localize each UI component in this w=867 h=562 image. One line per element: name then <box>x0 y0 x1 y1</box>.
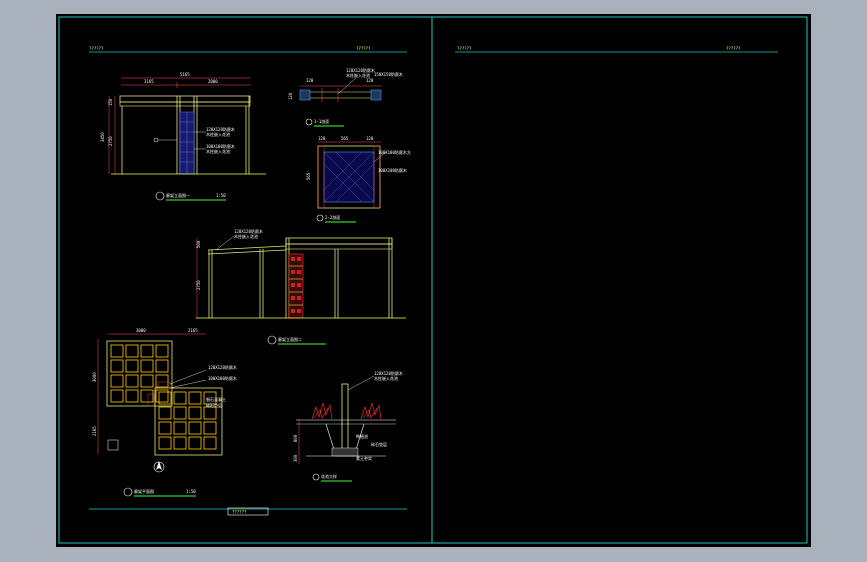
svg-text:565: 565 <box>306 172 311 180</box>
detail-2-2: 120 565 120 565 100X100防腐木方 100X100防腐木 2… <box>306 136 411 223</box>
note-n1-e: 120X120防腐木 <box>374 370 403 376</box>
svg-text:120: 120 <box>366 136 374 141</box>
planter-detail: 800 300 120X120防腐木 木柱嵌入花池 种植池 碎石垫层 素土夯实 … <box>293 370 403 482</box>
dim-elev1-left: 3165 <box>144 79 154 84</box>
note-n6-a: 100X100防腐木方 <box>378 149 411 155</box>
view-title-6: 花池大样 <box>321 473 337 479</box>
title-right-a: ?????? <box>457 46 472 51</box>
note-n3-b: 木柱嵌入花池 <box>206 148 230 154</box>
dim-detail-b: 120 <box>366 78 374 83</box>
note-n1-a: 120X120防腐木 <box>206 126 235 132</box>
plan-view: 3000 2165 3000 2165 <box>92 328 237 497</box>
note-n1-b: 120X120防腐木 <box>346 67 375 73</box>
note-n2-b: 100X100防腐木 <box>378 167 407 173</box>
sheet-border <box>58 16 808 544</box>
note-n4: 种植池 <box>356 433 368 439</box>
dim-plan-w1: 3000 <box>136 328 146 333</box>
note-n1-d: 120X120防腐木 <box>208 364 237 370</box>
view-title-1: 廊架立面图一 <box>166 192 190 198</box>
dim-detail-c: 565 <box>341 136 349 141</box>
footer-box <box>227 507 269 516</box>
elevation-2: 500 2750 <box>196 228 406 345</box>
detail-1-1: 120 120 120 120X120防腐木 木柱嵌入花池 150X150防腐木… <box>288 67 403 127</box>
view-scale-5: 1:50 <box>186 489 196 494</box>
note-n7-a: 150X150防腐木 <box>374 71 403 77</box>
dim-plan-h2: 2165 <box>92 426 97 436</box>
title-mid: ?????? <box>356 46 371 51</box>
title-left: ?????? <box>89 46 104 51</box>
view-scale-1: 1:50 <box>216 193 226 198</box>
view-title-4: 廊架立面图二 <box>278 336 302 342</box>
dim-elev1-top: 150 <box>108 98 113 106</box>
dim-elev2-h: 2750 <box>196 280 201 290</box>
view-title-5: 廊架平面图 <box>134 488 154 494</box>
footer-label: ?????? <box>232 510 247 515</box>
dim-sec-h: 800 <box>293 434 298 442</box>
north-arrow-icon <box>107 439 165 473</box>
view-title-3: 2-2剖面 <box>325 214 340 220</box>
view-title-2: 1-1剖面 <box>314 118 329 124</box>
note-n3-e: 木柱嵌入花池 <box>374 375 398 381</box>
dim-elev1-total: 5165 <box>180 72 190 77</box>
note-n2-a: 100X100防腐木 <box>206 143 235 149</box>
svg-text:120: 120 <box>318 136 326 141</box>
dim-sec-h2: 300 <box>293 454 298 462</box>
note-n3-c: 木柱嵌入花池 <box>346 72 370 78</box>
note-n2-c: 100X100防腐木 <box>208 375 237 381</box>
note-n8-a: 细石混凝土 <box>206 396 226 402</box>
svg-text:120: 120 <box>288 92 293 100</box>
dim-elev1-h1: 3450 <box>100 132 105 142</box>
dim-elev2-top: 500 <box>196 240 201 248</box>
dim-plan-w2: 2165 <box>188 328 198 333</box>
note-n9-b: 碎石垫层 <box>371 441 387 447</box>
dim-plan-h1: 3000 <box>92 372 97 382</box>
note-n9-a: 碎石垫层 <box>206 402 222 408</box>
note-n3-d: 木柱嵌入花池 <box>234 233 258 239</box>
note-n3-a: 木柱嵌入花池 <box>206 131 230 137</box>
drawing-sheet: ?????? ?????? ?????? ?????? ?????? 5165 … <box>56 14 811 547</box>
title-right-b: ?????? <box>726 46 741 51</box>
dim-detail-a: 120 <box>306 78 314 83</box>
note-n1-c: 120X120防腐木 <box>234 228 263 234</box>
cad-drawing: ?????? ?????? ?????? ?????? ?????? 5165 … <box>58 16 808 544</box>
note-n5: 素土夯实 <box>356 455 372 461</box>
dim-elev1-h2: 2750 <box>108 136 113 146</box>
elevation-1: 5165 3165 2000 3450 2750 150 <box>100 72 266 201</box>
dim-elev1-right: 2000 <box>208 79 218 84</box>
